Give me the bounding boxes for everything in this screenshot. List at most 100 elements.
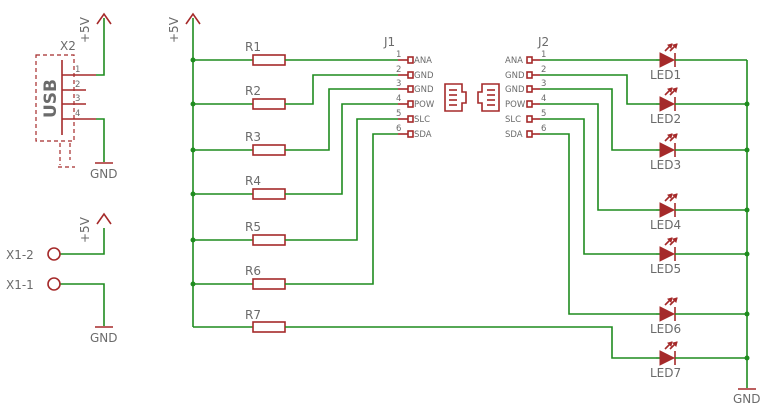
connector-pin-body [407,115,414,123]
pin-signal: SDA [414,130,432,140]
junction-dot [190,191,196,197]
led-label: LED6 [650,322,681,336]
terminal-x1-2 [47,247,61,261]
led-label: LED4 [650,218,681,232]
pin-number: 4 [541,94,546,104]
usb-outline [35,54,75,142]
connector-pin-body [526,130,533,138]
r6-body [252,278,286,290]
terminal-gnd-label: GND [90,331,118,345]
pin-number: 6 [541,124,546,134]
diode-icon [659,52,676,68]
led-3: LED3 [650,133,747,172]
diode-icon [659,142,676,158]
resistor-r2: R2 [193,74,398,110]
j1-label: J1 [383,35,395,49]
connector-pin-body [526,115,533,123]
resistor-r5: R5 [193,118,398,246]
light-arrow-head [667,341,673,347]
junction-dot [190,237,196,243]
r1-body [252,54,286,66]
rj-jack-icon [444,83,467,112]
diode-icon [659,306,676,322]
r3-body [252,144,286,156]
connector-pin-body [407,130,414,138]
r4-body [252,188,286,200]
led-1: LED1 [650,43,747,82]
pin-signal: GND [414,71,434,81]
connector-pin-body [407,85,414,93]
light-arrow-head [667,297,673,303]
resistor-r1: R1 [193,40,398,66]
r3-net-wire [285,88,398,151]
resistor-r7: R7 [193,308,656,359]
r4-net-wire [285,103,398,195]
led-5: LED5 [650,237,747,276]
r2-label: R2 [245,84,261,98]
r6-label: R6 [245,264,261,278]
rj-jack-left [444,83,467,112]
j2-net-5 [540,118,656,255]
usb-text: USB [41,79,61,118]
pin-number: 4 [396,94,401,104]
usb-vcc-wire [96,18,105,76]
light-arrow-head [672,43,678,49]
j2-net-4 [540,103,656,211]
pin-signal: SLC [414,115,430,125]
usb-pin-num-2: 2 [75,80,80,90]
light-arrow-head [667,43,673,49]
pin-signal: SDA [505,130,523,140]
pin-signal: ANA [505,56,523,66]
r2-net-wire [285,74,398,105]
connector-pin-body [526,100,533,108]
light-arrow-head [672,341,678,347]
pin-signal: GND [505,71,525,81]
usb-ref: X2 [60,39,76,53]
r5-body [252,234,286,246]
usb-gnd-label: GND [90,167,118,181]
rail-power-label: +5V [167,16,181,43]
light-arrow-head [672,237,678,243]
pin-number: 2 [396,65,401,75]
light-arrow-head [672,193,678,199]
r7-body [252,321,286,333]
light-arrow-head [672,297,678,303]
r4-label: R4 [245,174,261,188]
rail-gnd-label: GND [733,392,761,406]
connector-pin-body [407,100,414,108]
pin-number: 1 [396,50,401,60]
terminal-x1-1 [47,277,61,291]
power-arrow-icon [96,212,112,225]
connector-pin-body [407,56,414,64]
power-arrow-icon [96,12,112,25]
light-arrow-head [672,133,678,139]
rj-jack-right [477,83,500,112]
led-label: LED7 [650,366,681,380]
junction-dot [190,147,196,153]
r5-label: R5 [245,220,261,234]
power-arrow-icon [185,12,201,25]
j2-net-2 [540,74,656,105]
light-arrow-head [667,237,673,243]
usb-connector: X2 USB 1 2 3 4 [35,39,96,168]
pin-signal: ANA [414,56,432,66]
diode-icon [659,246,676,262]
connector-pin-body [526,71,533,79]
led-2: LED2 [650,87,747,126]
rj-jack-icon [477,83,500,112]
usb-gnd-wire [96,118,105,162]
diode-icon [659,350,676,366]
usb-pin-num-3: 3 [75,94,80,104]
j2-net-6 [540,133,656,315]
pin-signal: GND [505,85,525,95]
pin-signal: POW [414,100,435,110]
led-6: LED6 [650,297,747,336]
light-arrow-head [667,133,673,139]
r3-label: R3 [245,130,261,144]
terminal-x1-1-label: X1-1 [6,278,34,292]
